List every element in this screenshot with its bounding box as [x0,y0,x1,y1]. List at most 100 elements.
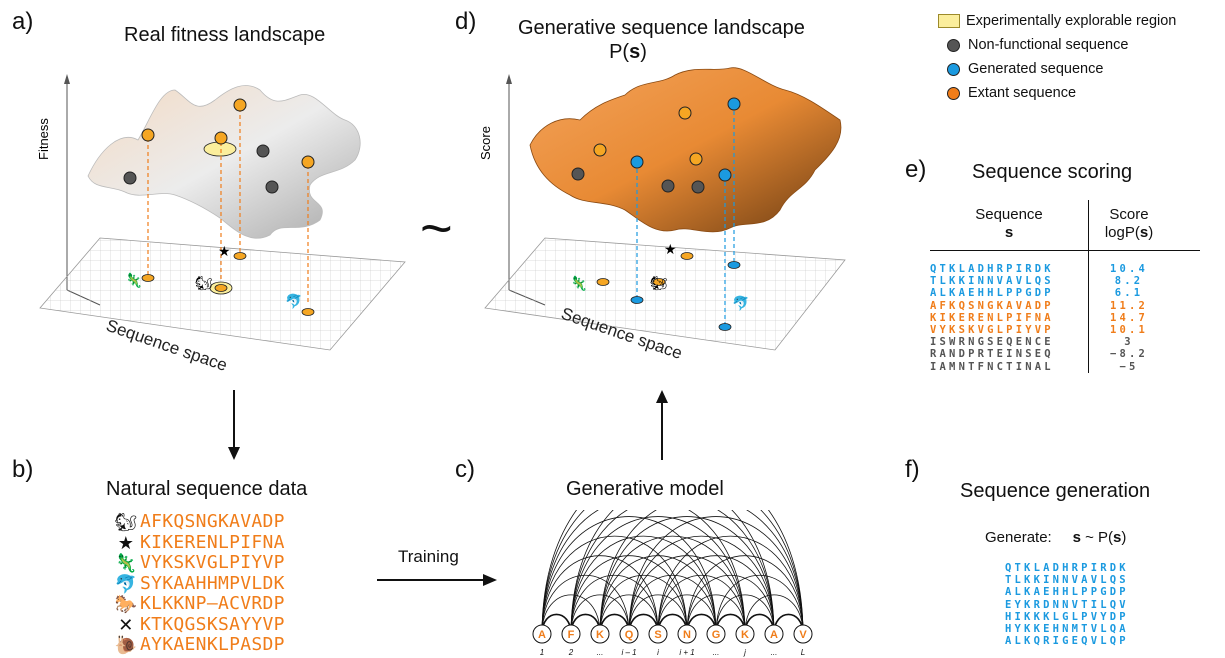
sequence-score: 10.4 [1109,263,1149,275]
residue-label: A [538,629,546,641]
residue-node [561,624,581,644]
residue-node [764,624,784,644]
panel-f-title: Sequence generation [960,480,1151,502]
natural-sequence-list: 🐿 ★ 🦎 🐬 🐎 ✕ 🐌 AFKQSNGKAVADP KIKERENLPIFN… [112,511,285,656]
y-axis-label: Fitness [36,118,51,160]
coupling-arc [541,555,659,635]
training-arrow [377,574,497,586]
panel-letter-c: c) [455,456,475,483]
position-index: j [743,648,746,657]
starfish-icon: ★ [218,243,231,259]
generated-sequence-point [718,168,732,182]
extant-sequence-point [301,155,315,169]
coupling-arc [628,535,775,635]
scored-sequence: QTKLADHRPIRDK [930,263,1054,275]
residue-label: S [654,629,661,641]
coupling-arc [628,574,717,635]
generated-sequence-point [727,97,741,111]
panel-letter-b: b) [12,456,34,483]
squirrel-icon: 🐿 [195,275,213,291]
y-axis-label: Score [478,126,493,160]
legend-dot-gray [947,38,960,52]
horse-icon: 🐎 [114,594,138,614]
sequence-score: 10.1 [1109,324,1149,337]
lizard-icon: 🦎 [114,553,138,573]
generated-sequence-row: HIKKKLGLPVYDP [1005,610,1129,623]
non-functional-point [265,180,279,194]
coupling-arc [599,535,746,635]
residue-label: G [712,629,721,641]
position-index: ... [771,648,778,657]
coupling-arc [686,594,746,635]
legend-item-extant: Extant sequence [938,81,1176,105]
y-axis-arrow [64,74,70,84]
coupling-arc [657,594,717,635]
lizard-icon: 🦎 [570,275,587,292]
residue-node [648,624,668,644]
residue-label: N [683,629,691,641]
starfish-icon: ★ [117,532,135,553]
position-index: ... [597,648,604,657]
panel-d-title-line2: P(s) [609,41,647,63]
position-index: 1 [540,648,544,657]
coupling-arc [541,510,775,635]
panel-a-title: Real fitness landscape [124,24,326,46]
panel-c-title: Generative model [566,478,724,500]
generative-surface [529,67,842,233]
coupling-arc [599,574,688,635]
sequence-row: KTKQGSKSAYYVP [140,613,285,635]
coupling-arc [599,555,717,635]
sequence-score: 8.2 [1114,275,1144,288]
extant-sequence-point [214,131,228,145]
coupling-arc [657,555,775,635]
coupling-arc [686,574,775,635]
panel-e-title: Sequence scoring [972,161,1133,183]
sequence-row: VYKSKVGLPIYVP [140,552,285,573]
coupling-arc [541,535,688,635]
legend-label: Generated sequence [968,61,1104,77]
generated-sequence-row: EYKRDNNVTILQV [1005,598,1129,611]
scored-sequence: TLKKINNVAVLQS [930,275,1054,288]
generated-sequence-point [630,155,644,169]
scored-sequence: ISWRNGSEQENCE [930,336,1054,349]
coupling-arc [657,574,746,635]
extant-sequence-point [141,128,155,142]
training-label: Training [398,547,459,566]
residue-node [619,624,639,644]
scoring-table-header: Sequence s Score logP(s) [930,200,1200,251]
panel-letter-a: a) [12,8,34,35]
legend-item-non-functional: Non-functional sequence [938,33,1176,57]
dolphin-icon: 🐬 [114,573,138,594]
sequence-score: 11.2 [1109,299,1149,312]
sequence-score: 6.1 [1114,287,1144,300]
sequence-row: SYKAAHHMPVLDK [140,572,285,594]
scored-sequence: ALKAEHHLPPGDP [930,287,1054,300]
coupling-arc [570,516,746,635]
panel-letter-f: f) [905,456,920,483]
non-functional-point [123,171,137,185]
residue-label: K [596,629,604,641]
position-index: i – 1 [621,648,636,657]
fitness-surface [87,85,361,239]
generated-sequence-row: HYKKEHNMTVLQA [1005,623,1129,636]
legend: Experimentally explorable region Non-fun… [938,9,1176,105]
coupling-arc [570,535,717,635]
residue-label: Q [625,629,634,641]
coupling-arc [657,535,804,635]
legend-label: Non-functional sequence [968,37,1129,53]
legend-swatch-yellow [938,14,960,28]
scored-sequence: VYKSKVGLPIYVP [930,324,1054,337]
panel-d-title: Generative sequence landscape P(s) [518,16,805,64]
legend-item-explorable-region: Experimentally explorable region [938,9,1176,33]
sequence-score: 14.7 [1109,311,1149,324]
position-index: 2 [568,648,574,657]
generate-formula: Generate: s ~ P(s) [985,529,1127,546]
scored-sequence: KIKERENLPIFNA [930,311,1054,324]
scored-sequence: RANDPRTEINSEQ [930,348,1054,361]
generated-sequence-row: ALKAEHHLPPGDP [1005,586,1129,599]
sequence-score: −5 [1119,360,1139,373]
